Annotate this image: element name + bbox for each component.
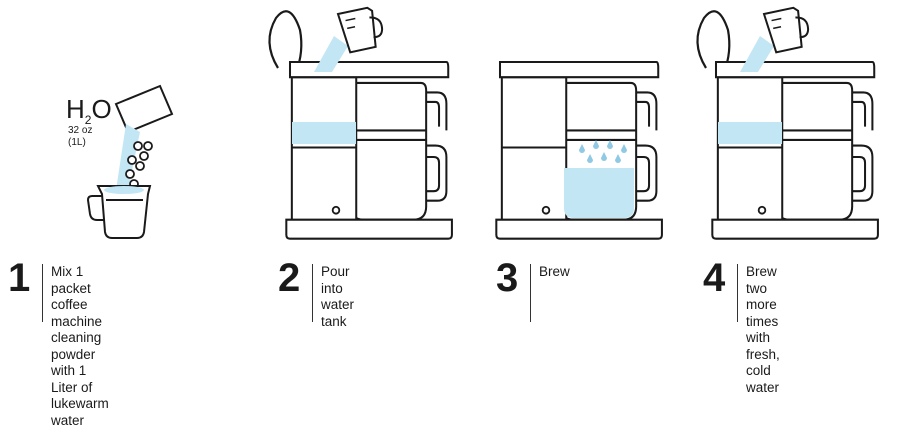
step3-illustration [496,62,662,239]
step-text-line: Mix 1 packet coffee [51,264,109,314]
step-divider [530,264,531,322]
step-text: Pour into water tank [321,264,354,330]
step-number: 4 [703,258,725,298]
h2o-o: O [91,94,111,124]
step-divider [42,264,43,322]
amount-oz: 32 oz [68,125,92,137]
step-text-line: Brew two more times [746,264,780,330]
step-number: 1 [8,258,30,298]
measuring-cup-icon [88,186,150,238]
amount-liter: (1L) [68,137,92,149]
step-text-line: Brew [539,264,570,281]
h2o-label: H2O [66,94,112,125]
h2o-amount: 32 oz (1L) [68,125,92,149]
step-text-line: with 1 Liter of lukewarm [51,363,109,413]
step-text-line: Pour into [321,264,354,297]
step-text-line: water [51,413,109,429]
step-number: 2 [278,258,300,298]
step4-illustration [697,6,877,239]
step2-illustration [269,6,451,239]
step-number: 3 [496,258,518,298]
step-text-line: machine cleaning powder [51,314,109,364]
step-text-line: water tank [321,297,354,330]
step-text: Brew [539,264,570,281]
h2o-h: H [66,94,85,124]
step-text: Mix 1 packet coffee machine cleaning pow… [51,264,109,429]
powder-packet-icon [116,86,172,132]
step-divider [737,264,738,322]
step-text-line: with fresh, cold water [746,330,780,396]
step-text: Brew two more times with fresh, cold wat… [746,264,780,396]
step-divider [312,264,313,322]
